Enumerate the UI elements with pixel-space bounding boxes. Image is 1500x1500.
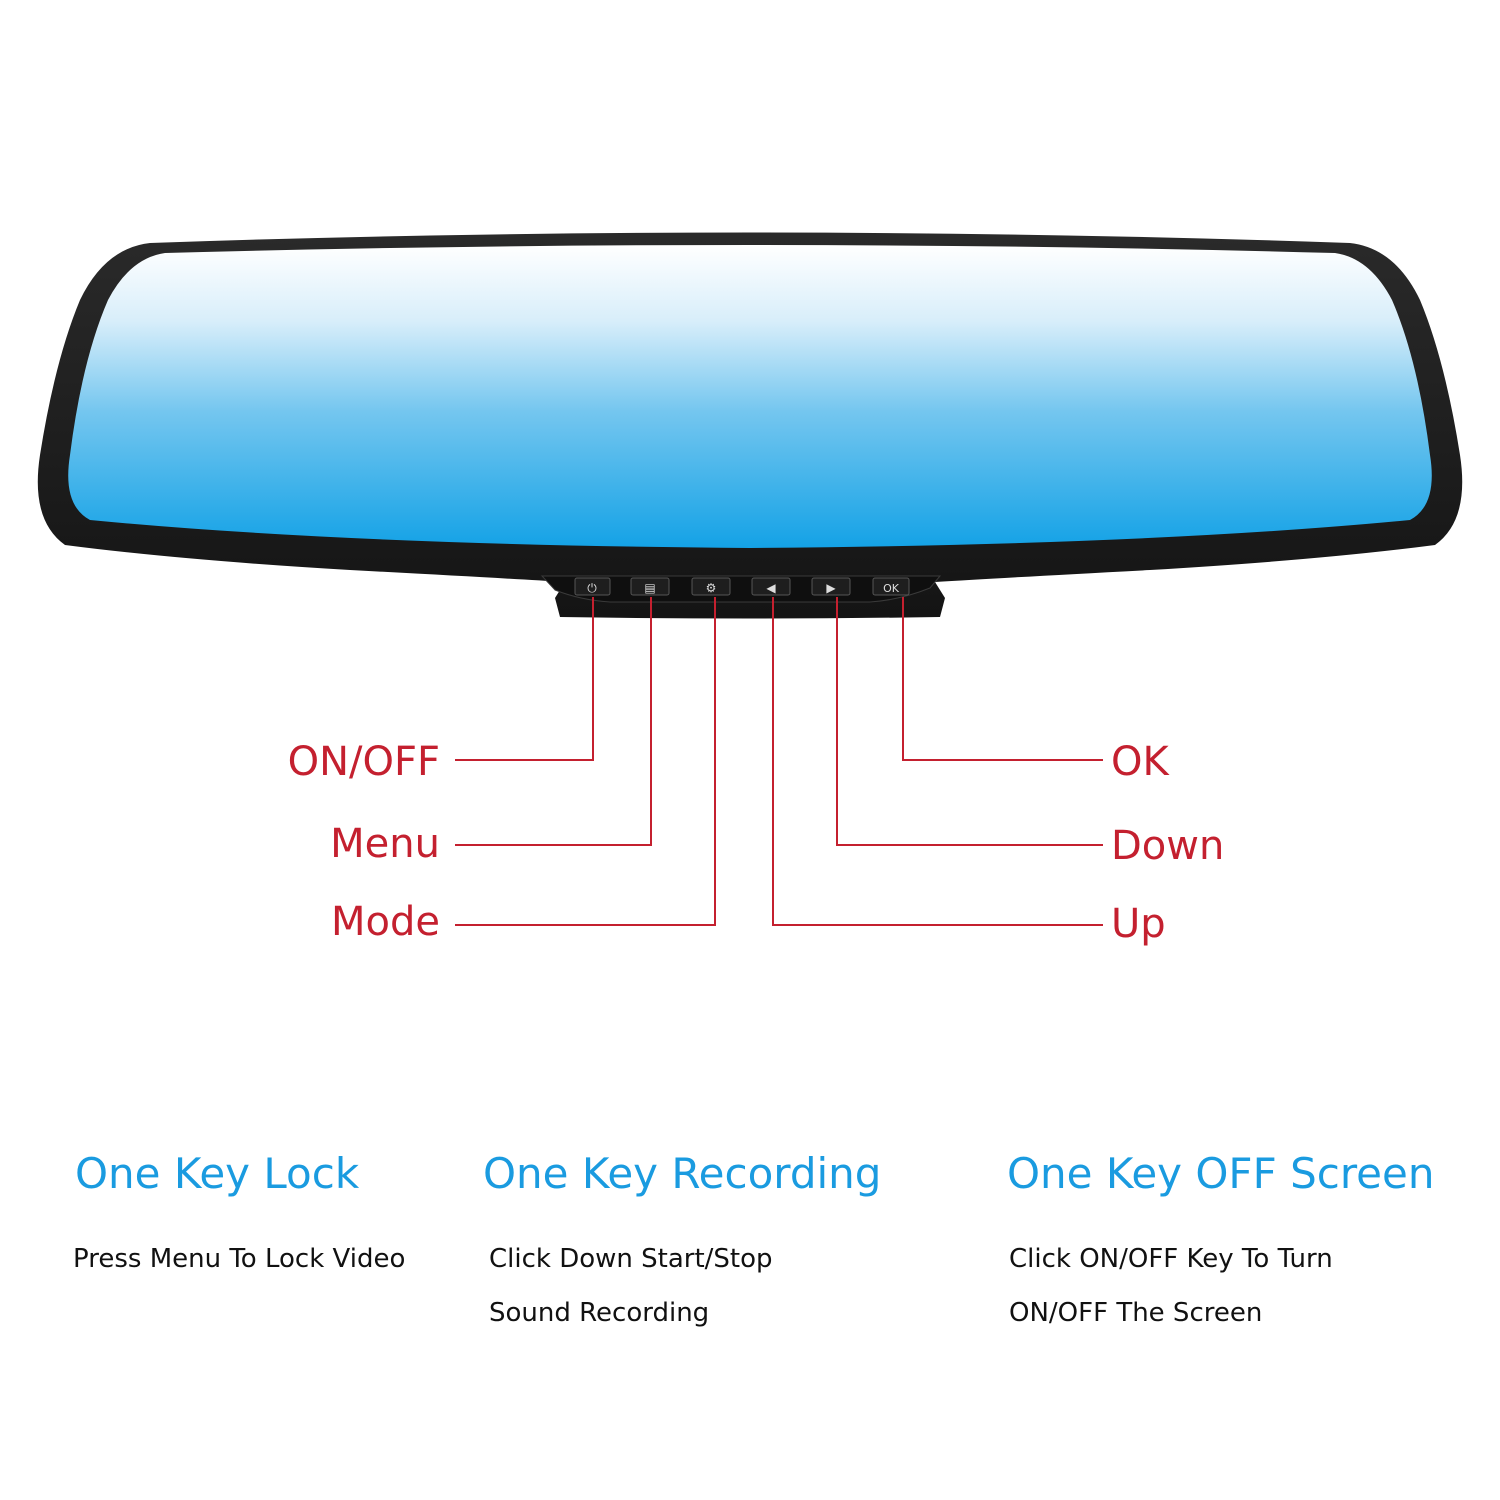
label-on-off: ON/OFF (287, 739, 440, 785)
power-button[interactable]: ⏻ (574, 577, 611, 596)
ok-button[interactable]: OK (872, 577, 910, 596)
power-icon: ⏻ (587, 581, 597, 595)
leader-lines (455, 597, 1103, 926)
mode-button[interactable]: ⚙ (691, 577, 731, 596)
ok-icon: OK (883, 582, 900, 595)
down-button[interactable]: ▶ (811, 577, 851, 596)
feature-title-recording: One Key Recording (483, 1149, 882, 1198)
feature-desc-line: Click ON/OFF Key To Turn (1009, 1244, 1333, 1274)
feature-title-lock: One Key Lock (75, 1149, 360, 1198)
leader-ok (902, 597, 1103, 761)
label-menu: Menu (330, 821, 440, 867)
feature-desc-lock: Press Menu To Lock Video (73, 1232, 405, 1286)
gear-icon: ⚙ (706, 581, 717, 595)
feature-desc-recording: Click Down Start/Stop Sound Recording (489, 1232, 773, 1340)
mirror-glass (68, 245, 1432, 548)
left-arrow-icon: ◀ (766, 581, 776, 595)
feature-title-off-screen: One Key OFF Screen (1007, 1149, 1435, 1198)
feature-desc-off-screen: Click ON/OFF Key To Turn ON/OFF The Scre… (1009, 1232, 1333, 1340)
leader-mode (455, 597, 716, 926)
leader-on-off (455, 597, 594, 761)
label-up: Up (1111, 901, 1166, 947)
feature-desc-line: Sound Recording (489, 1298, 710, 1328)
label-mode: Mode (331, 899, 440, 945)
label-down: Down (1111, 823, 1225, 869)
leader-menu (455, 597, 652, 846)
up-button[interactable]: ◀ (751, 577, 791, 596)
label-ok: OK (1111, 739, 1169, 785)
leader-down (836, 597, 1103, 846)
menu-icon: ▤ (644, 581, 655, 595)
menu-button[interactable]: ▤ (630, 577, 670, 596)
feature-desc-line: Press Menu To Lock Video (73, 1244, 406, 1274)
feature-desc-line: ON/OFF The Screen (1009, 1298, 1263, 1328)
right-arrow-icon: ▶ (826, 581, 836, 595)
feature-desc-line: Click Down Start/Stop (489, 1244, 773, 1274)
leader-up (772, 597, 1103, 926)
